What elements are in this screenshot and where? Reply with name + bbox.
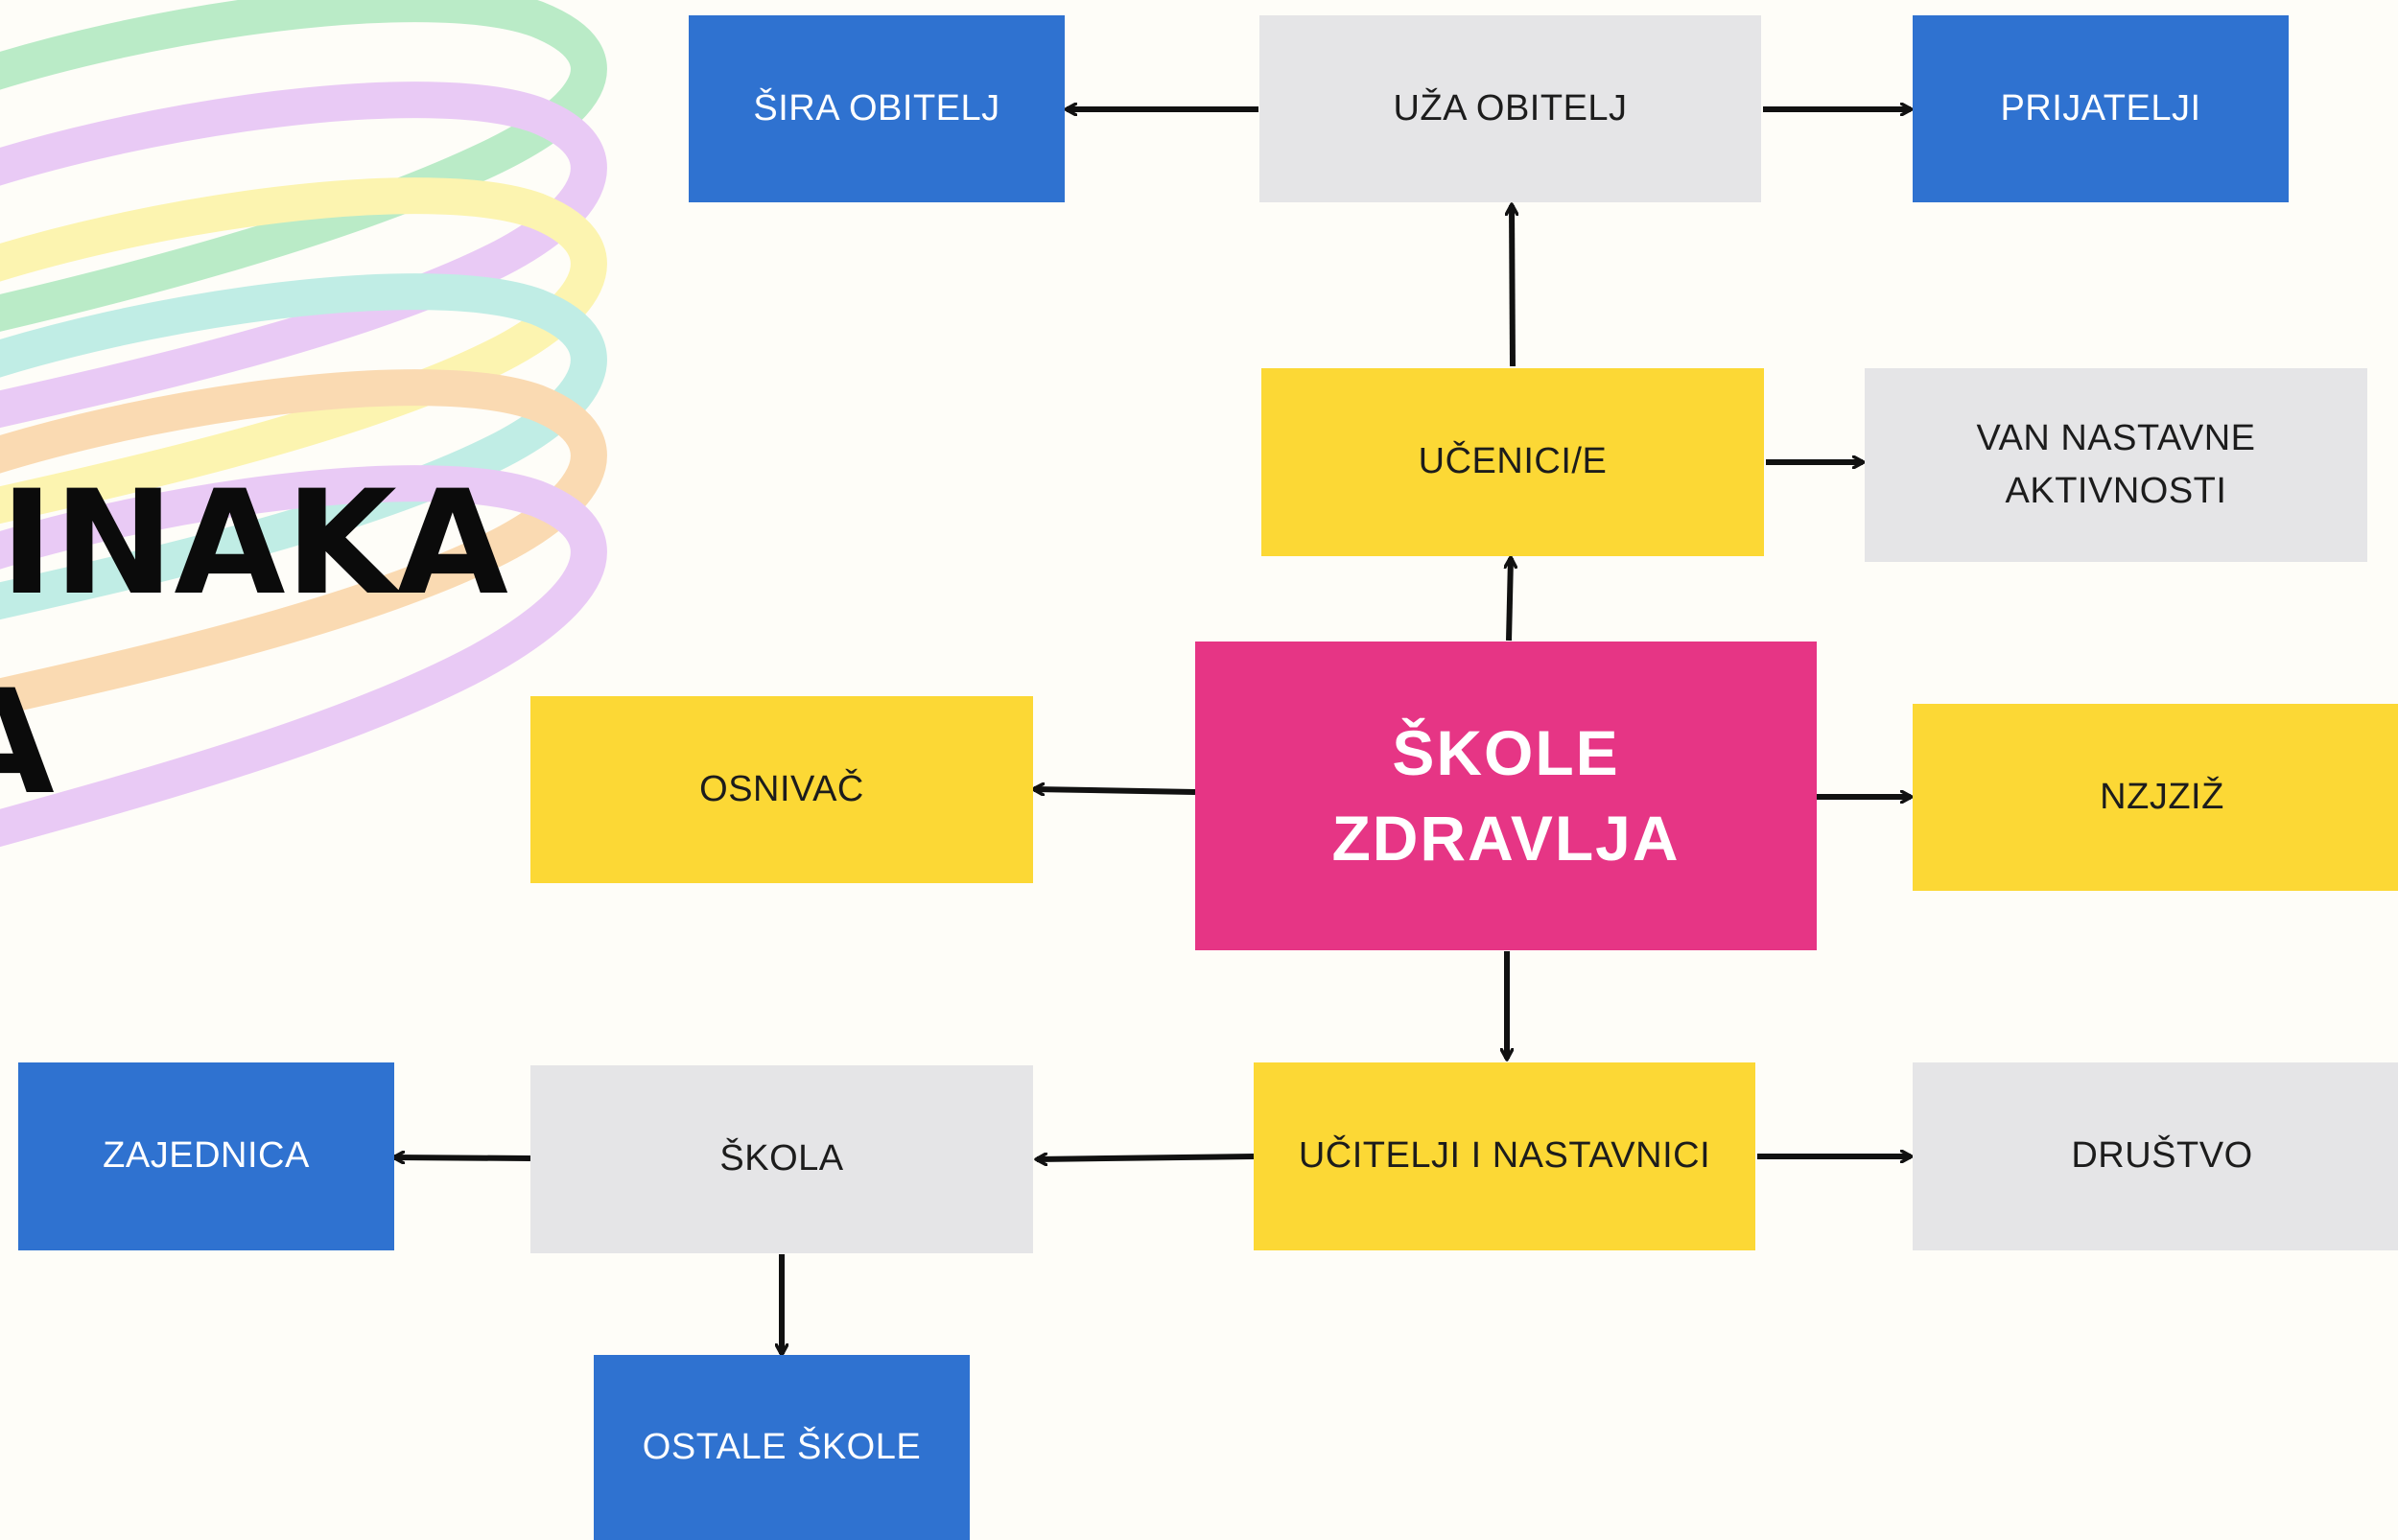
arrow-center-to-osnivac — [1034, 789, 1196, 792]
page-title-line-1: ČINAKA — [0, 460, 508, 627]
node-label: ZAJEDNICA — [103, 1135, 310, 1177]
node-ucenici: UČENICI/E — [1261, 368, 1764, 556]
loop-yellow — [0, 177, 607, 525]
node-zajednica: ZAJEDNICA — [18, 1062, 394, 1250]
node-nzjziz: NZJZIŽ — [1913, 704, 2398, 891]
loop-teal — [0, 273, 607, 620]
node-label: ŠKOLE ZDRAVLJA — [1331, 716, 1681, 874]
node-label: ŠKOLA — [719, 1138, 844, 1179]
node-van-nastavne-aktivnosti: VAN NASTAVNE AKTIVNOSTI — [1865, 368, 2367, 562]
node-label: PRIJATELJI — [2000, 87, 2201, 128]
node-label: UČENICI/E — [1418, 441, 1608, 482]
node-uza-obitelj: UŽA OBITELJ — [1259, 15, 1761, 202]
node-label: OSTALE ŠKOLE — [642, 1426, 922, 1467]
node-label: ŠIRA OBITELJ — [753, 87, 1000, 128]
arrow-center-to-ucenici — [1509, 558, 1511, 642]
loop-purple-bottom — [0, 465, 607, 848]
node-prijatelji: PRIJATELJI — [1913, 15, 2289, 202]
arrow-skola-to-zajednica — [394, 1157, 531, 1158]
node-label: UŽA OBITELJ — [1393, 87, 1628, 128]
node-osnivac: OSNIVAČ — [530, 696, 1033, 883]
node-skole-zdravlja: ŠKOLE ZDRAVLJA — [1195, 642, 1817, 950]
node-drustvo: DRUŠTVO — [1913, 1062, 2398, 1250]
loop-green — [0, 0, 607, 332]
node-label: DRUŠTVO — [2071, 1135, 2253, 1177]
node-sira-obitelj: ŠIRA OBITELJ — [689, 15, 1065, 202]
node-ostale-skole: OSTALE ŠKOLE — [594, 1355, 970, 1540]
node-skola: ŠKOLA — [530, 1065, 1033, 1253]
page-title-line-2: TA — [0, 671, 55, 815]
node-label: OSNIVAČ — [699, 768, 864, 809]
node-label: UČITELJI I NASTAVNICI — [1298, 1135, 1711, 1177]
loop-purple-top — [0, 82, 607, 429]
arrow-ucenici-to-uza — [1512, 205, 1513, 367]
node-label: NZJZIŽ — [2100, 776, 2224, 817]
node-ucitelji-i-nastavnici: UČITELJI I NASTAVNICI — [1254, 1062, 1755, 1250]
arrow-ucitelji-to-skola — [1037, 1156, 1255, 1159]
node-label: VAN NASTAVNE AKTIVNOSTI — [1976, 417, 2256, 511]
loop-orange — [0, 369, 607, 716]
